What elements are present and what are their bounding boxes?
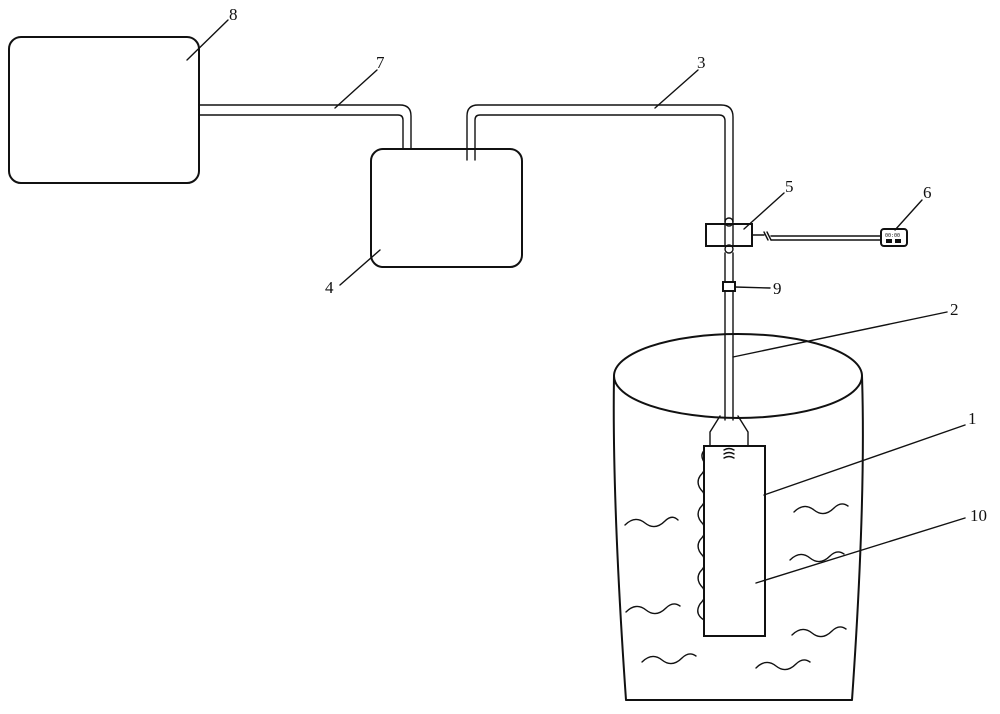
label-10: 10 <box>970 506 987 525</box>
label-7: 7 <box>376 53 385 72</box>
component-9-connector <box>722 281 736 292</box>
label-8: 8 <box>229 5 238 24</box>
pipe-below-valve <box>724 252 734 283</box>
pipe-7 <box>198 104 412 161</box>
component-4-box <box>370 148 523 268</box>
controller-display: 00:00 <box>885 233 900 239</box>
component-1-wavy-element <box>697 415 766 637</box>
label-9: 9 <box>773 279 782 298</box>
label-5: 5 <box>785 177 794 196</box>
container-barrel <box>612 333 864 701</box>
label-6: 6 <box>923 183 932 202</box>
control-wire <box>751 231 882 241</box>
liquid-waves <box>624 503 849 671</box>
leader-lines <box>186 19 966 584</box>
component-6-controller: 00:00 <box>880 228 908 247</box>
component-10-body <box>703 445 766 637</box>
label-4: 4 <box>325 278 334 297</box>
pipe-3 <box>466 104 734 223</box>
label-1: 1 <box>968 409 977 428</box>
component-2-rod <box>724 290 734 421</box>
component-5-valve <box>705 217 753 254</box>
component-8-box <box>8 36 200 184</box>
label-2: 2 <box>950 300 959 319</box>
label-3: 3 <box>697 53 706 72</box>
